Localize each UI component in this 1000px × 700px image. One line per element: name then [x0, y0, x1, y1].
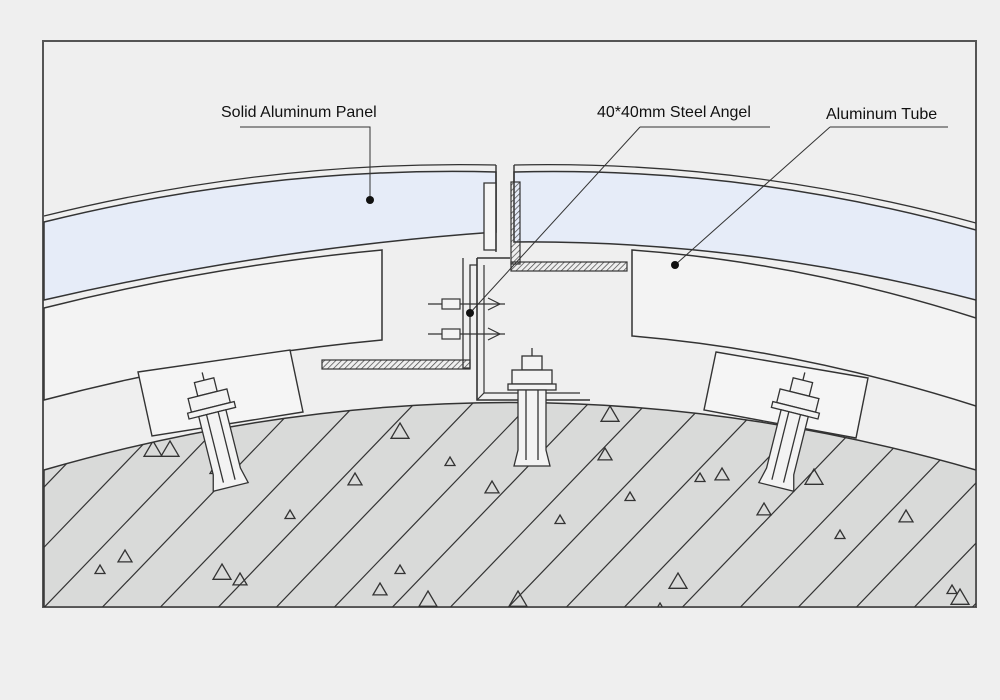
leader-lines	[240, 126, 948, 314]
leader-dot-angle	[466, 309, 474, 317]
anchor-bolt-right	[757, 372, 821, 493]
aluminum-tube-right	[631, 249, 976, 407]
label-solid-aluminum-panel: Solid Aluminum Panel	[221, 104, 377, 121]
panel-return-left	[483, 182, 497, 251]
steel-angle	[510, 181, 628, 272]
aluminum-tube-left	[43, 249, 383, 401]
bracket-bolt-upper	[428, 297, 505, 311]
label-aluminum-tube: Aluminum Tube	[826, 106, 937, 123]
bracket-bolt-lower	[428, 327, 505, 341]
leader-dot-panel	[366, 196, 374, 204]
concrete-wall	[43, 401, 976, 607]
steel-plate-left	[321, 359, 471, 370]
leader-dot-tube	[671, 261, 679, 269]
aluminum-panel-right	[513, 170, 976, 301]
label-steel-angle: 40*40mm Steel Angel	[597, 104, 751, 121]
anchor-bolt-center	[507, 348, 557, 467]
anchor-bolt-left	[186, 372, 250, 493]
